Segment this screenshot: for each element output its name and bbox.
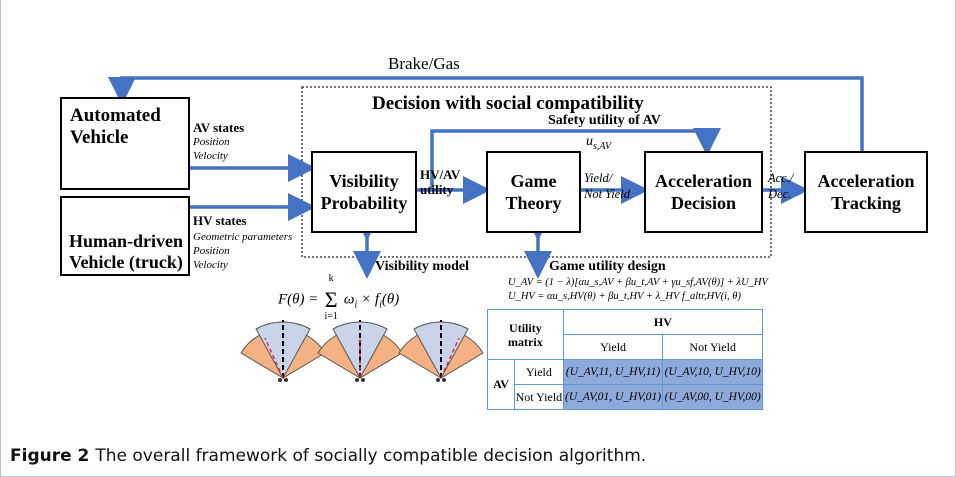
visibility-model-label: Visibility model [375, 259, 469, 274]
brake-gas-label: Brake/Gas [388, 54, 460, 73]
acceleration-tracking-block: Acceleration Tracking [804, 151, 928, 233]
matrix-cell-00: (U_AV,00, U_HV,00) [662, 384, 763, 410]
human-driven-vehicle-block: Human-driven Vehicle (truck) [60, 196, 190, 276]
hv-states-label: HV states [193, 213, 247, 228]
matrix-cell-10: (U_AV,10, U_HV,10) [662, 359, 763, 385]
u-sav-label: us,AV [586, 134, 612, 152]
automated-vehicle-block: Automated Vehicle [60, 97, 190, 190]
av-states-label: AV states [193, 120, 245, 135]
acc-dec-label: Acc./ Dec. [768, 171, 794, 201]
safety-utility-label: Safety utility of AV [548, 113, 661, 128]
matrix-row-yield: Yield [514, 359, 564, 385]
visibility-fan-1 [240, 320, 326, 382]
matrix-col-yield: Yield [562, 334, 664, 360]
matrix-cell-01: (U_AV,01, U_HV,01) [562, 384, 664, 410]
brake-gas-arrow [108, 76, 864, 155]
hv-av-utility-label: HV/AV utility [420, 167, 461, 197]
yield-not-yield-label: Yield/ Not Yield [584, 171, 630, 201]
caption-text: The overall framework of socially compat… [95, 446, 647, 466]
caption-label: Figure 2 [10, 446, 90, 466]
matrix-row-not-yield: Not Yield [514, 384, 564, 410]
hv-velocity-label: Velocity [193, 259, 228, 271]
matrix-av-header: AV [487, 359, 515, 410]
acceleration-decision-block: Acceleration Decision [644, 151, 763, 233]
u-av-formula: U_AV = (1 − λ)[αu_s,AV + βu_t,AV + γu_sf… [508, 277, 768, 288]
av-position-label: Position [193, 136, 230, 148]
matrix-col-not-yield: Not Yield [662, 334, 763, 360]
automated-vehicle-title: Automated Vehicle [70, 105, 161, 148]
visibility-probability-block: Visibility Probability [311, 151, 417, 233]
game-theory-block: Game Theory [486, 151, 581, 233]
hv-position-label: Position [193, 245, 230, 257]
av-velocity-label: Velocity [193, 150, 228, 162]
matrix-hv-header: HV [562, 309, 764, 335]
visibility-fan-2 [317, 320, 403, 382]
human-driven-vehicle-title: Human-driven Vehicle (truck) [68, 231, 183, 272]
utility-matrix: Utility matrix HV Yield Not Yield AV Yie… [487, 309, 764, 410]
game-utility-design-label: Game utility design [549, 259, 666, 274]
matrix-corner: Utility matrix [487, 309, 564, 360]
decision-region-title: Decision with social compatibility [372, 93, 644, 114]
matrix-cell-11: (U_AV,11, U_HV,11) [562, 359, 664, 385]
u-hv-formula: U_HV = αu_s,HV(θ) + βu_t,HV + λ_HV f_alt… [508, 291, 741, 302]
safety-utility-arrow [430, 128, 721, 190]
hv-geometric-label: Geometric parameters [193, 231, 293, 243]
visibility-fan-3 [398, 320, 484, 382]
